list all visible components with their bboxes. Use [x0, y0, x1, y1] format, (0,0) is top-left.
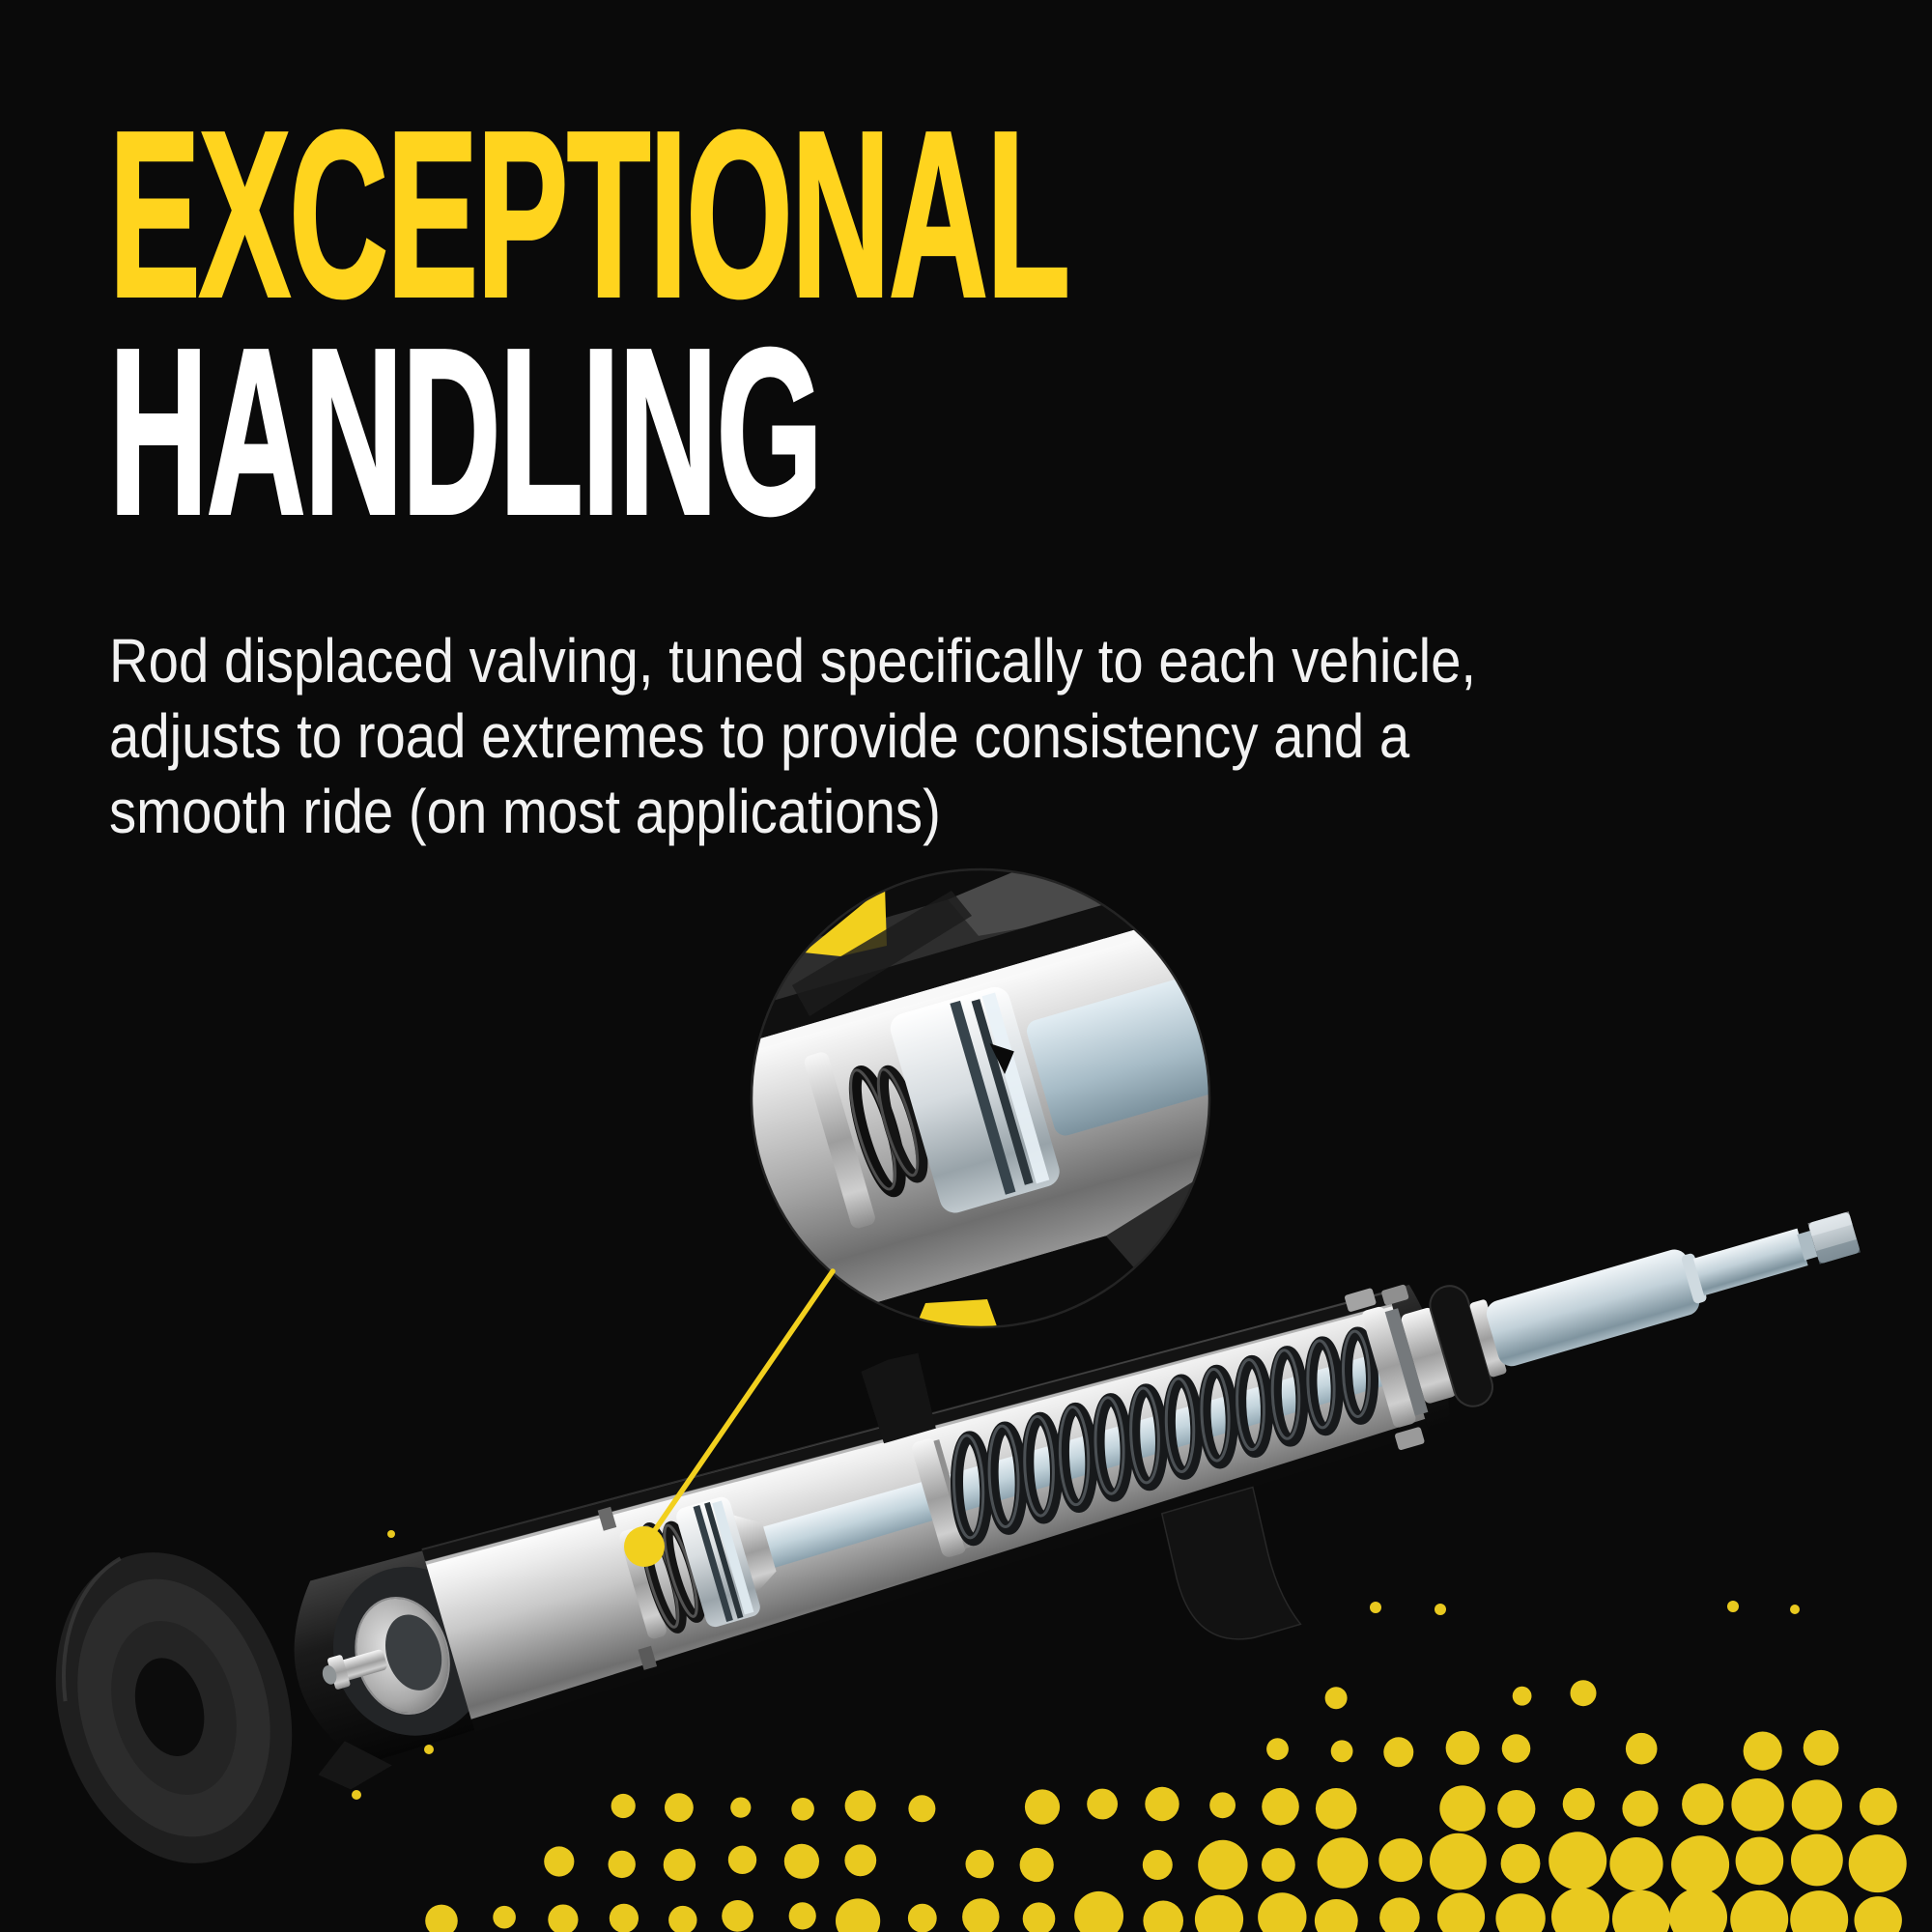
- piston-rod: [1486, 1211, 1861, 1367]
- body-line: smooth ride (on most applications): [109, 777, 941, 846]
- rod-hex-tip: [1807, 1211, 1861, 1264]
- base-valve: [318, 1566, 490, 1790]
- magnifier-circle: [750, 867, 1211, 1329]
- shock-body: [294, 1211, 1861, 1790]
- callout-dot: [624, 1526, 665, 1567]
- piston-rod-inner: [763, 1347, 1408, 1568]
- rebound-spring: [951, 1326, 1379, 1547]
- spring-seat: [912, 1438, 966, 1557]
- rod-guide: [1345, 1284, 1507, 1451]
- headline-line1: EXCEPTIONAL: [108, 82, 1071, 346]
- body-line: Rod displaced valving, tuned specificall…: [109, 626, 1477, 696]
- piston-assembly: [597, 1496, 777, 1670]
- mount-bracket-lower: [1160, 1486, 1302, 1640]
- headline-line2: HANDLING: [108, 299, 824, 563]
- body-line: adjusts to road extremes to provide cons…: [109, 701, 1410, 771]
- outer-shell: [294, 1284, 1451, 1765]
- mount-bracket-upper: [861, 1352, 936, 1444]
- inner-tube: [425, 1302, 1426, 1720]
- magnifier-yellow-wedge-bottom: [916, 1299, 997, 1326]
- magnified-piston: [804, 977, 1209, 1229]
- halftone-pattern: [248, 1530, 1907, 1932]
- callout-line: [641, 1268, 836, 1548]
- magnifier-yellow-wedge-top: [804, 886, 887, 956]
- body-copy: Rod displaced valving, tuned specificall…: [109, 623, 1476, 849]
- bushing-disc: [55, 1552, 293, 1863]
